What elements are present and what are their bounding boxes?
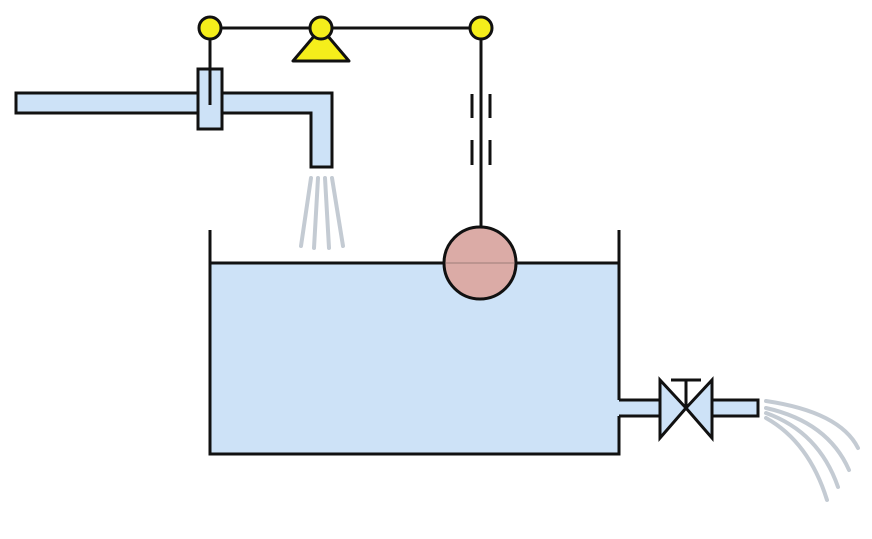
pivot-joint-icon bbox=[308, 15, 334, 41]
inlet-pipe-icon bbox=[14, 91, 334, 169]
outlet-valve-icon bbox=[658, 376, 714, 443]
outflow-stream-icon bbox=[764, 399, 860, 502]
float-rod-icon bbox=[470, 28, 492, 228]
outlet-pipe-icon bbox=[619, 398, 760, 418]
float-ball-icon bbox=[442, 225, 518, 301]
tank-icon bbox=[208, 230, 621, 456]
inflow-stream-icon bbox=[299, 176, 345, 250]
joint-icons bbox=[197, 15, 494, 41]
tank-water-icon bbox=[210, 261, 619, 454]
lever-arm-icon bbox=[208, 26, 481, 70]
pivot-triangle-icon bbox=[291, 26, 351, 63]
left-joint-icon bbox=[197, 15, 223, 41]
right-joint-icon bbox=[468, 15, 494, 41]
